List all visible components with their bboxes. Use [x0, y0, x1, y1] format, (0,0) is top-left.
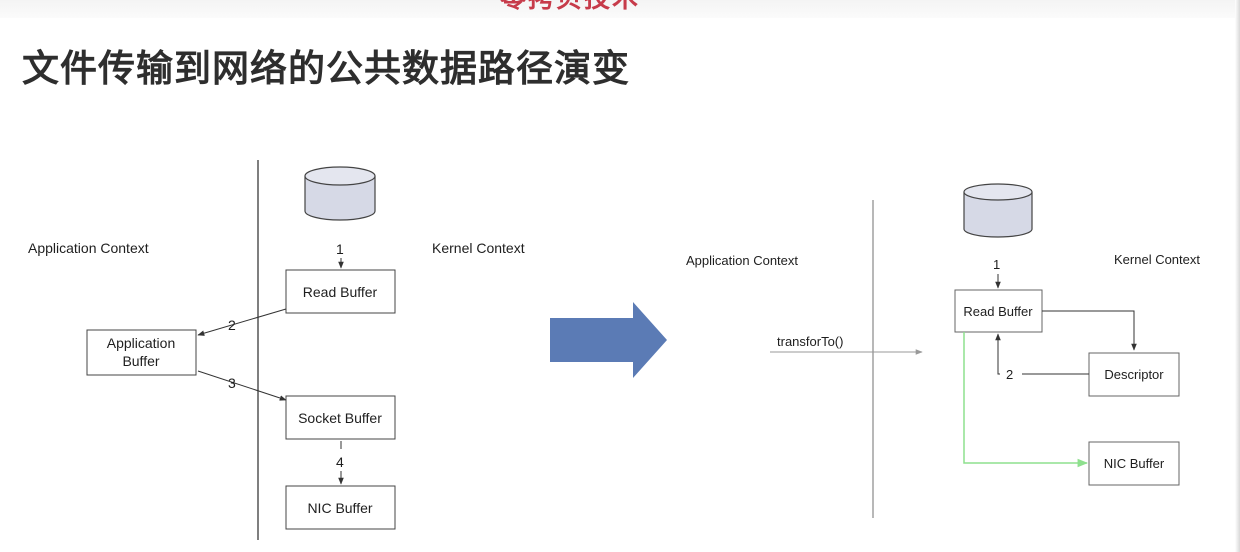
right-descriptor-box [1088, 352, 1180, 397]
right-dma-path-arrow [963, 332, 1089, 468]
right-transfer-call-label: transforTo() [777, 334, 843, 349]
left-application-buffer-box [86, 329, 197, 376]
slide-banner: 零拷贝技术 [500, 0, 755, 10]
left-read-buffer-label: Read Buffer [303, 284, 378, 300]
right-read-buffer-label: Read Buffer [963, 304, 1033, 319]
left-disk-icon [304, 166, 376, 221]
right-step-2-label: 2 [1006, 367, 1013, 382]
left-step-3-label: 3 [228, 375, 236, 391]
left-application-buffer-label-2: Buffer [122, 353, 159, 369]
right-app-context-label: Application Context [686, 253, 798, 268]
right-step-2-arrow [995, 333, 1001, 375]
left-read-buffer-box [285, 269, 396, 314]
left-diagram: Application Context Kernel Context 1 Rea… [28, 160, 525, 540]
right-diagram: Application Context Kernel Context 1 Rea… [686, 183, 1200, 518]
left-nic-buffer-box [285, 485, 396, 530]
left-step-2-arrow [197, 308, 287, 336]
left-app-context-label: Application Context [28, 240, 149, 256]
right-read-buffer-box [954, 289, 1043, 333]
left-application-buffer-label-1: Application [107, 335, 176, 351]
right-nic-buffer-label: NIC Buffer [1104, 456, 1165, 471]
left-step-3-arrow [197, 370, 287, 401]
right-readbuffer-to-descriptor-arrow [1042, 310, 1137, 351]
right-descriptor-label: Descriptor [1104, 367, 1164, 382]
left-socket-buffer-box [285, 395, 396, 440]
left-socket-buffer-label: Socket Buffer [298, 410, 382, 426]
transition-arrow [550, 302, 667, 378]
right-kernel-context-label: Kernel Context [1114, 252, 1200, 267]
top-strip [0, 0, 1240, 18]
left-nic-buffer-label: NIC Buffer [307, 500, 372, 516]
right-nic-buffer-box [1088, 441, 1180, 486]
slide-title: 文件传输到网络的公共数据路径演变 [22, 47, 630, 90]
left-kernel-context-label: Kernel Context [432, 240, 525, 256]
left-step-1-label: 1 [336, 241, 344, 257]
right-edge-shadow [1235, 0, 1240, 552]
right-step-1-label: 1 [993, 257, 1000, 272]
right-disk-icon [963, 183, 1033, 238]
left-step-2-label: 2 [228, 317, 236, 333]
left-step-4-label: 4 [336, 454, 344, 470]
